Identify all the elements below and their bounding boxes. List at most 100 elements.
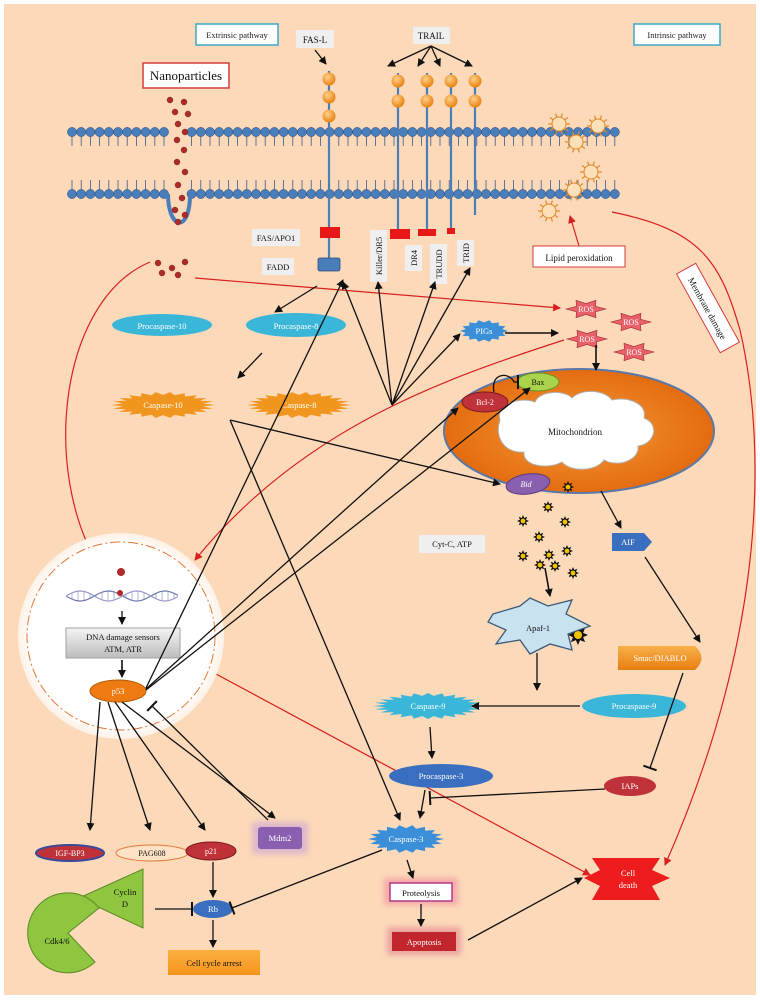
igf-bp3: IGF-BP3 <box>35 844 105 862</box>
svg-text:Caspase-3: Caspase-3 <box>389 834 424 844</box>
svg-text:D: D <box>122 899 128 909</box>
cell-death: Cell death <box>584 858 670 900</box>
dna-helix <box>65 590 179 602</box>
bax: Bax <box>516 372 560 392</box>
killer-dr5-label: Killer/DR5 <box>370 230 387 282</box>
mdm2: Mdm2 <box>252 822 308 854</box>
caspase-3: Caspase-3 <box>368 825 444 853</box>
svg-text:Cyt-C, ATP: Cyt-C, ATP <box>432 539 472 549</box>
svg-text:ATM, ATR: ATM, ATR <box>104 644 142 654</box>
svg-text:Procaspase-3: Procaspase-3 <box>419 771 464 781</box>
smac-diablo: Smac/DIABLO <box>618 646 702 670</box>
svg-text:Intrinsic pathway: Intrinsic pathway <box>647 30 707 40</box>
pigs: PIGs <box>460 320 508 342</box>
svg-text:ROS: ROS <box>623 318 639 327</box>
svg-text:Mdm2: Mdm2 <box>269 833 292 843</box>
svg-text:Lipid peroxidation: Lipid peroxidation <box>545 253 613 263</box>
svg-text:AIF: AIF <box>621 537 635 547</box>
svg-text:p53: p53 <box>112 686 125 696</box>
apoptosis-box: Apoptosis <box>387 927 461 955</box>
receptors <box>317 71 482 272</box>
trail-label: TRAIL <box>413 27 450 44</box>
svg-text:ROS: ROS <box>626 348 642 357</box>
svg-text:PIGs: PIGs <box>475 326 492 336</box>
nanoparticle-dots <box>154 96 192 279</box>
p21: p21 <box>185 841 237 861</box>
svg-text:FAS-L: FAS-L <box>303 35 327 45</box>
mitochondrion: Mitochondrion <box>443 368 715 494</box>
svg-text:death: death <box>619 880 638 890</box>
apaf-1: Apaf-1 <box>487 597 592 655</box>
red-pathway-arrows <box>65 211 756 876</box>
svg-text:PAG608: PAG608 <box>138 849 165 858</box>
svg-text:Apaf-1: Apaf-1 <box>526 623 550 633</box>
p53: p53 <box>89 679 147 703</box>
svg-text:Bid: Bid <box>520 480 532 489</box>
caspase-10: Caspase-10 <box>111 392 215 418</box>
svg-text:Mitochondrion: Mitochondrion <box>548 427 602 437</box>
svg-text:FAS/APO1: FAS/APO1 <box>257 233 296 243</box>
rb: Rb <box>193 900 233 918</box>
dna-damage-sensors: DNA damage sensors ATM, ATR <box>65 627 181 659</box>
svg-text:Procaspase-10: Procaspase-10 <box>137 321 186 331</box>
svg-text:FADD: FADD <box>267 262 290 272</box>
svg-text:Cell: Cell <box>621 868 636 878</box>
svg-text:Nanoparticles: Nanoparticles <box>150 68 222 83</box>
ros-cluster: ROS ROS ROS ROS <box>564 299 656 362</box>
svg-text:Caspase-8: Caspase-8 <box>282 400 317 410</box>
svg-text:Cell cycle arrest: Cell cycle arrest <box>186 958 242 968</box>
svg-text:IAPs: IAPs <box>621 781 638 791</box>
svg-text:Cyclin: Cyclin <box>114 887 137 897</box>
procaspase-8: Procaspase-8 <box>246 313 346 337</box>
svg-text:DR4: DR4 <box>409 249 419 266</box>
cyclin-d: Cyclin D <box>77 868 144 929</box>
cytochrome-c-molecules <box>517 481 588 645</box>
fadd-label: FADD <box>262 258 294 275</box>
fas-apo1-label: FAS/APO1 <box>252 229 300 246</box>
svg-text:Killer/DR5: Killer/DR5 <box>374 237 384 275</box>
svg-text:p21: p21 <box>205 847 217 856</box>
nanoparticle-in-nucleus <box>117 568 125 576</box>
bcl2-bax-inhibition <box>492 374 515 393</box>
procaspase-9: Procaspase-9 <box>582 694 686 718</box>
svg-text:Proteolysis: Proteolysis <box>402 888 440 898</box>
svg-text:Cdk4/6: Cdk4/6 <box>44 936 69 946</box>
procaspase-10: Procaspase-10 <box>112 314 212 336</box>
iaps: IAPs <box>604 776 656 796</box>
proteolysis-box: Proteolysis <box>384 878 458 905</box>
svg-text:Rb: Rb <box>208 904 218 914</box>
svg-text:ROS: ROS <box>578 305 594 314</box>
intrinsic-label: Intrinsic pathway <box>633 23 721 46</box>
cytc-atp-label: Cyt-C, ATP <box>419 535 485 553</box>
procaspase-3: Procaspase-3 <box>389 764 493 788</box>
trid-label: TRID <box>457 240 474 266</box>
dr4-label: DR4 <box>405 245 422 271</box>
bcl-2: Bcl-2 <box>461 391 509 413</box>
svg-text:Bcl-2: Bcl-2 <box>476 398 494 407</box>
membrane-damage-spheres <box>538 113 609 222</box>
fasl-label: FAS-L <box>296 30 334 48</box>
svg-text:TRUDD: TRUDD <box>434 249 444 278</box>
nanoparticle-in-nucleus-2 <box>117 590 123 596</box>
extrinsic-label: Extrinsic pathway <box>195 23 279 46</box>
caspase-8: Caspase-8 <box>247 392 351 418</box>
cdk4-6: Cdk4/6 <box>27 892 100 974</box>
svg-text:Caspase-9: Caspase-9 <box>411 701 446 711</box>
svg-text:Procaspase-9: Procaspase-9 <box>612 701 657 711</box>
svg-text:TRAIL: TRAIL <box>418 31 445 41</box>
svg-text:Apoptosis: Apoptosis <box>407 937 441 947</box>
bid: Bid <box>505 473 551 495</box>
trudd-label: TRUDD <box>430 244 447 284</box>
svg-text:DNA damage sensors: DNA damage sensors <box>86 632 160 642</box>
pag608: PAG608 <box>115 844 189 862</box>
inhibition-lines <box>146 672 684 916</box>
caspase-9: Caspase-9 <box>373 693 483 719</box>
svg-text:Bax: Bax <box>532 378 545 387</box>
svg-text:ROS: ROS <box>579 335 595 344</box>
cell-membrane <box>67 127 620 225</box>
diagram-background <box>4 4 756 995</box>
svg-text:IGF-BP3: IGF-BP3 <box>55 849 84 858</box>
nanoparticles-label: Nanoparticles <box>142 62 230 89</box>
lipid-peroxidation-box: Lipid peroxidation <box>532 245 626 268</box>
svg-text:Procaspase-8: Procaspase-8 <box>274 321 319 331</box>
